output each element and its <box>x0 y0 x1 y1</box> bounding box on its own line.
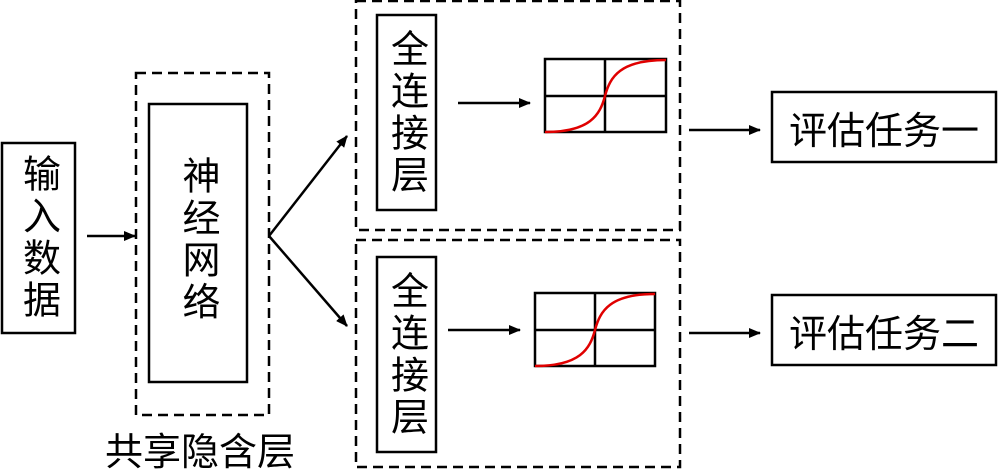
task-2-label: 评估任务二 <box>772 295 996 365</box>
neural-network-box <box>147 102 249 384</box>
branch-1-dashed-box <box>354 0 682 232</box>
shared-layer-caption-text: 共享隐含层 <box>104 429 295 474</box>
branch-2-fc-label-text: 全连接层 <box>384 270 429 439</box>
task-1-box <box>770 90 998 164</box>
input-label: 输入数据 <box>2 143 75 333</box>
branch-2-dashed-box <box>354 238 682 469</box>
neural-network-label: 神经网络 <box>149 104 247 382</box>
neural-network-label-text: 神经网络 <box>176 156 220 324</box>
task-2-label-text: 评估任务二 <box>788 311 979 356</box>
branch-1-fc-label-text: 全连接层 <box>384 28 429 197</box>
sigmoid-icon <box>543 57 668 134</box>
shared-layer-dashed-box <box>134 71 271 417</box>
branch-1-fc-label: 全连接层 <box>377 15 436 210</box>
arrow-to-branch-1 <box>268 135 348 237</box>
branch-1-fc-box <box>375 13 438 212</box>
input-label-text: 输入数据 <box>16 154 61 322</box>
input-box <box>0 141 77 335</box>
sigmoid-icon <box>533 291 657 368</box>
task-1-label-text: 评估任务一 <box>788 108 979 153</box>
task-2-box <box>770 293 998 367</box>
branch-2-fc-box <box>375 255 438 454</box>
arrow-to-branch-2 <box>268 235 348 327</box>
branch-2-fc-label: 全连接层 <box>377 257 436 452</box>
shared-layer-caption: 共享隐含层 <box>100 428 300 474</box>
task-1-label: 评估任务一 <box>772 92 996 162</box>
